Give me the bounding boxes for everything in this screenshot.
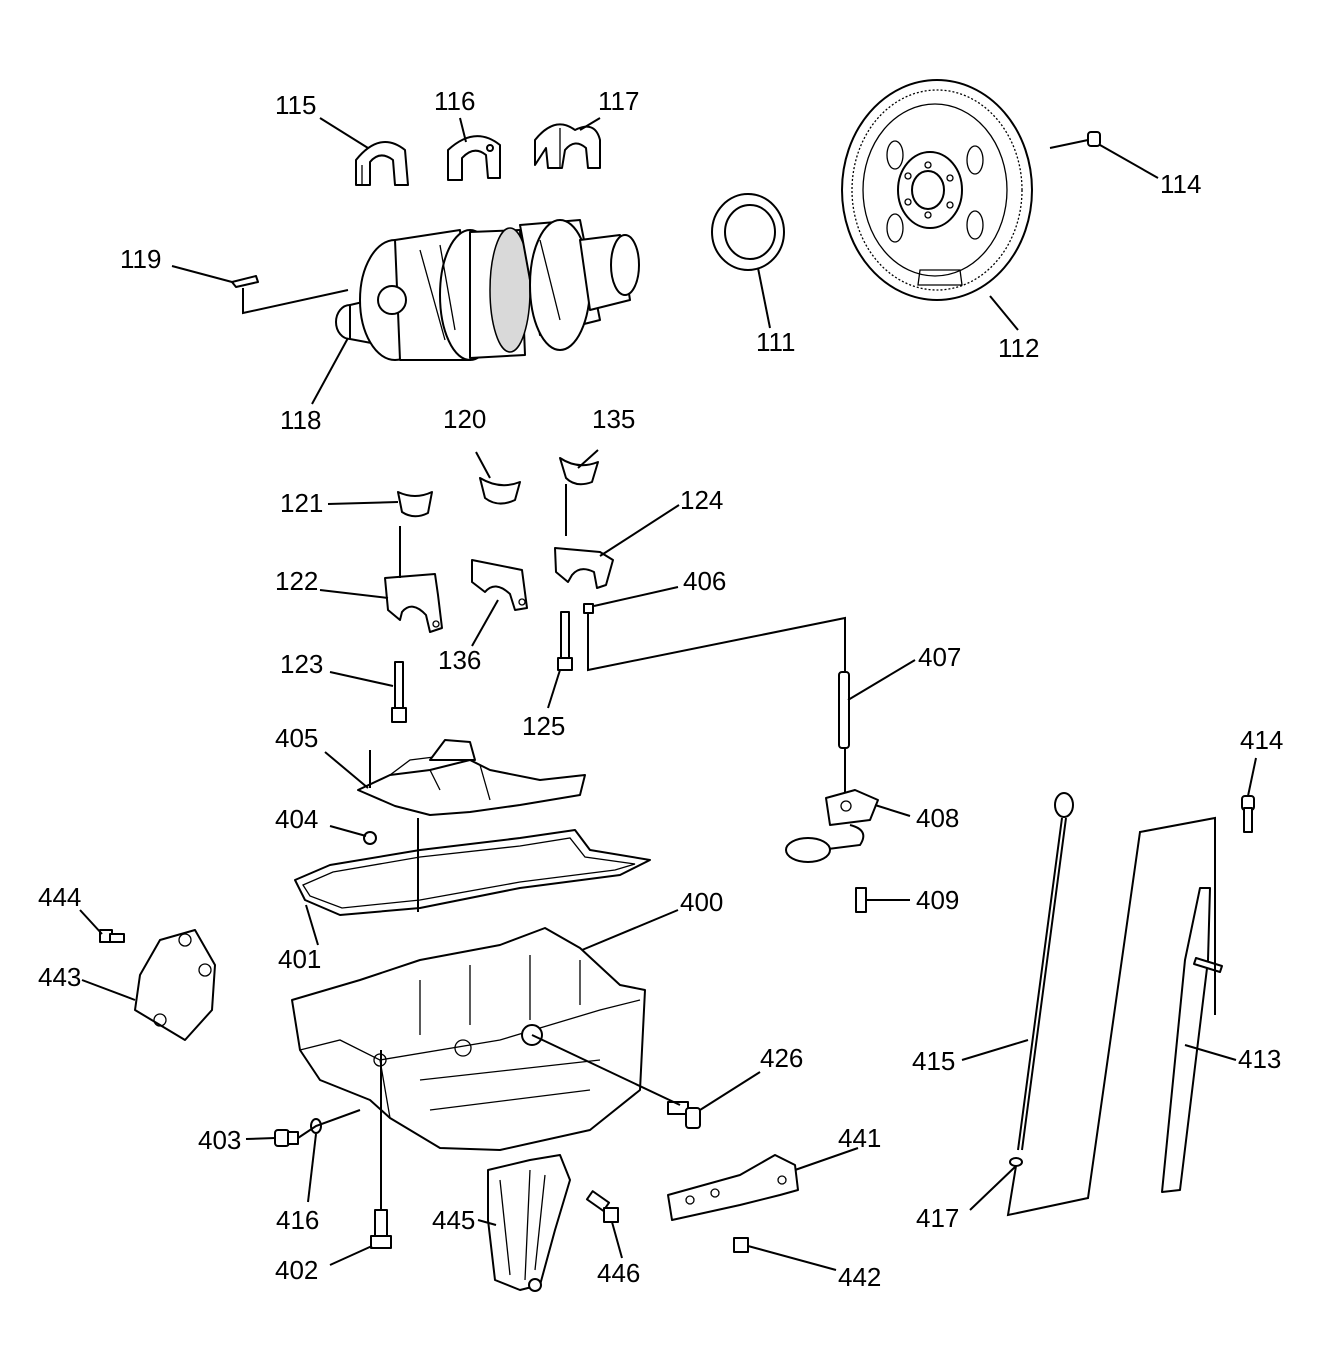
callout-400: 400 xyxy=(680,887,723,917)
part-120-bearing xyxy=(479,477,521,505)
callout-405: 405 xyxy=(275,723,318,753)
callout-401: 401 xyxy=(278,944,321,974)
callout-122: 122 xyxy=(275,566,318,596)
part-414-bolt xyxy=(1241,795,1255,833)
part-112-flywheel xyxy=(841,79,1033,301)
callout-125: 125 xyxy=(522,711,565,741)
part-115-bearing xyxy=(355,141,409,186)
part-415-dipstick xyxy=(1017,792,1074,1151)
callout-441: 441 xyxy=(838,1123,881,1153)
leader-lines xyxy=(79,117,1257,1271)
part-125-bolt xyxy=(557,611,573,671)
part-118-crankshaft xyxy=(335,219,640,361)
part-114-bolt xyxy=(1049,131,1101,149)
part-121-bearing xyxy=(397,491,433,518)
callout-406: 406 xyxy=(683,566,726,596)
part-401-gasket xyxy=(294,829,651,916)
callout-112: 112 xyxy=(998,333,1039,363)
callout-120: 120 xyxy=(443,404,486,434)
callout-444: 444 xyxy=(38,882,81,912)
callout-409: 409 xyxy=(916,885,959,915)
part-441-bracket xyxy=(667,1154,799,1221)
callout-115: 115 xyxy=(275,90,316,120)
part-446-bolt xyxy=(585,1190,619,1223)
part-445-bracket xyxy=(487,1154,571,1292)
callout-124: 124 xyxy=(680,485,723,515)
callout-114: 114 xyxy=(1160,169,1201,199)
callout-446: 446 xyxy=(597,1258,640,1288)
part-135-bearing xyxy=(559,457,599,486)
part-405-windage-tray xyxy=(357,739,586,816)
callout-116: 116 xyxy=(434,86,475,116)
part-117-thrust-bearing xyxy=(534,123,601,169)
callout-416: 416 xyxy=(276,1205,319,1235)
callout-117: 117 xyxy=(598,86,639,116)
callout-426: 426 xyxy=(760,1043,803,1073)
part-444-bolt xyxy=(99,929,125,943)
part-406-plug xyxy=(583,603,594,614)
part-402-stud xyxy=(370,1209,392,1249)
callout-404: 404 xyxy=(275,804,318,834)
callout-123: 123 xyxy=(280,649,323,679)
part-426-bolt xyxy=(667,1101,701,1129)
part-413-dipstick-tube xyxy=(1161,887,1223,1193)
callout-121: 121 xyxy=(280,488,323,518)
part-442-bolt xyxy=(733,1237,749,1253)
part-123-bolt xyxy=(391,661,407,723)
callout-442: 442 xyxy=(838,1262,881,1292)
callout-118: 118 xyxy=(280,405,321,435)
callout-403: 403 xyxy=(198,1125,241,1155)
callout-407: 407 xyxy=(918,642,961,672)
part-124-bearing-cap xyxy=(554,547,614,589)
part-404-nut xyxy=(363,831,377,845)
callout-135: 135 xyxy=(592,404,635,434)
callout-443: 443 xyxy=(38,962,81,992)
part-408-pickup xyxy=(785,789,879,863)
callout-labels: 115 116 117 114 119 111 112 118 120 135 … xyxy=(38,86,1283,1292)
callout-417: 417 xyxy=(916,1203,959,1233)
part-403-drain-plug xyxy=(274,1129,299,1147)
callout-402: 402 xyxy=(275,1255,318,1285)
callout-408: 408 xyxy=(916,803,959,833)
part-116-bearing xyxy=(447,135,501,181)
part-119-key xyxy=(231,275,259,288)
callout-136: 136 xyxy=(438,645,481,675)
callout-414: 414 xyxy=(1240,725,1283,755)
part-122-bearing-cap xyxy=(384,573,443,633)
part-407-tube xyxy=(838,671,850,749)
part-409-bolt xyxy=(855,887,867,913)
part-111-seal xyxy=(711,193,785,271)
callout-445: 445 xyxy=(432,1205,475,1235)
callout-415: 415 xyxy=(912,1046,955,1076)
callout-413: 413 xyxy=(1238,1044,1281,1074)
callout-111: 111 xyxy=(756,327,796,357)
callout-119: 119 xyxy=(120,244,161,274)
part-136-bearing-cap xyxy=(471,559,528,611)
part-417-o-ring xyxy=(1009,1157,1023,1167)
part-400-oil-pan xyxy=(291,927,646,1151)
part-443-bracket xyxy=(134,929,216,1041)
